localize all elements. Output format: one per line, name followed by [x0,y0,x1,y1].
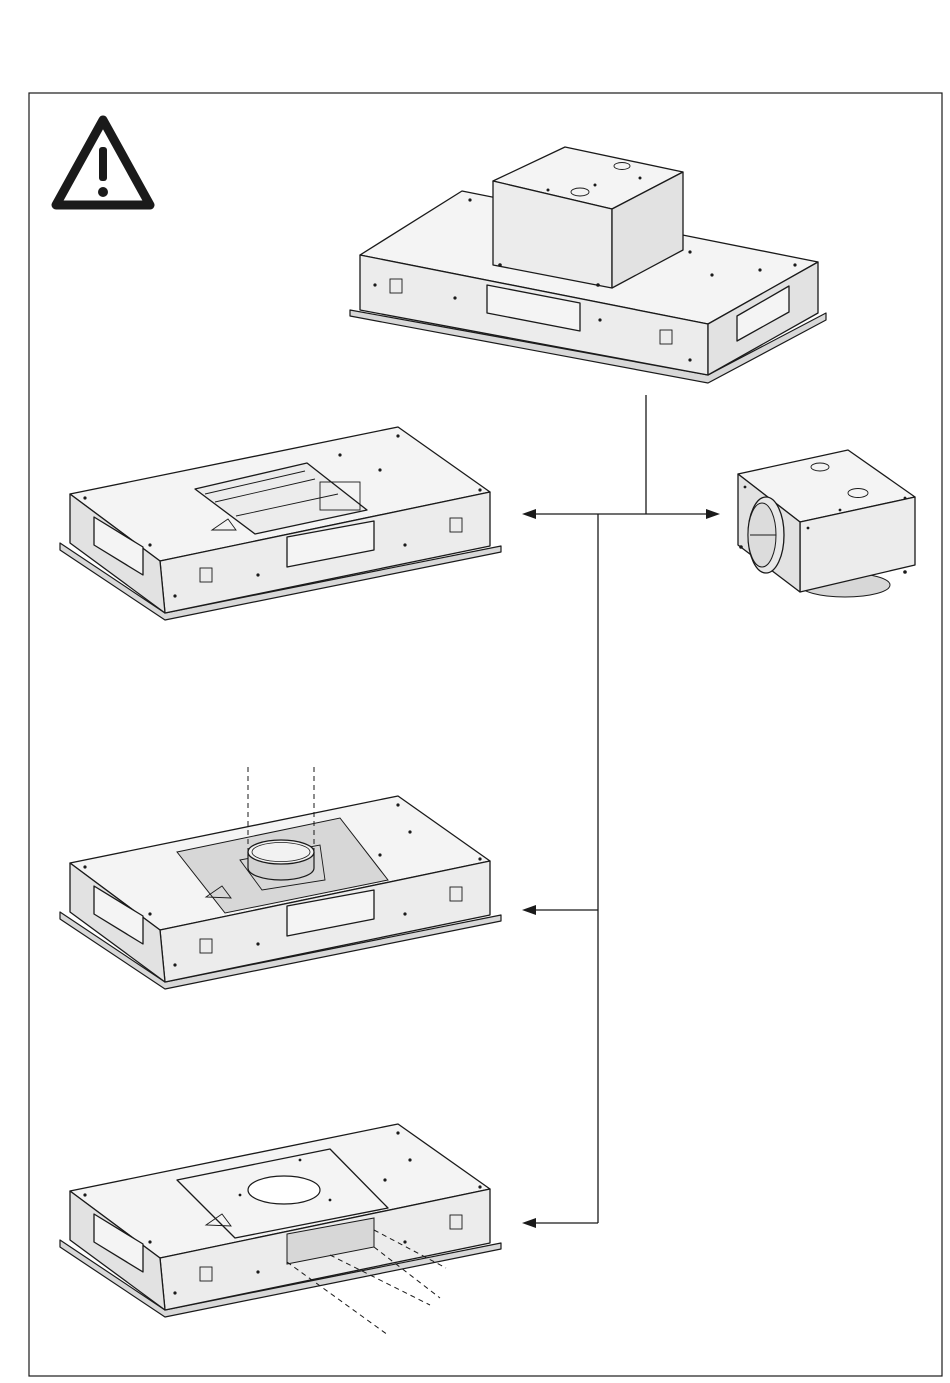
hood-with-duct-collar [60,767,501,989]
hood-with-motor-assembly [350,147,826,383]
flow-arrows [522,395,720,1228]
hood-motor-removed [60,427,501,620]
warning-triangle-icon [56,120,150,205]
hood-with-cover-plate-front-exhaust [60,1124,501,1335]
motor-unit [738,450,915,597]
